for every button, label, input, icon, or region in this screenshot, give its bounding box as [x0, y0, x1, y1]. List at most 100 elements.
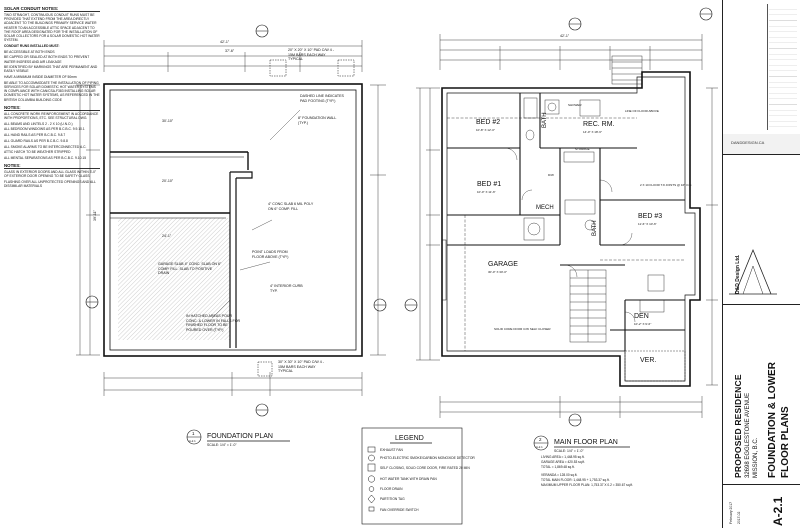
project-address: 32698 EGGLESTONE AVENUE [745, 392, 751, 478]
foundation-outer-wall [103, 83, 363, 357]
area-line: TOTAL MAIN FLOOR: 1,448.95 + 1,753.37 sq… [541, 478, 610, 482]
room-label-bed1: BED #1 [477, 181, 501, 188]
smoke-detector-icon [368, 454, 375, 462]
legend-item: FAN OVERRIDE SWITCH [380, 508, 419, 512]
main-bottom-dimensions [439, 396, 703, 418]
foundation-plan-title-block: 1 A-2.1 FOUNDATION PLAN SCALE: 1/4" = 1'… [186, 429, 290, 447]
drawing-sheet: 42'-1" 37'-6" 20'-10" 30'-10" 24'-1" GAR… [76, 7, 718, 525]
sheet-number-area: February 2017 2017-02 A-2.1 [723, 484, 800, 528]
main-top-dimensions [439, 34, 703, 70]
main-floor-plan [416, 7, 718, 427]
room-dim-garage: 30'-0" X 30'-0" [488, 270, 507, 274]
hatched-area-note: IN HATCHED AREAS POUR CONC. & LOWER IN F… [186, 314, 240, 332]
room-label-veranda: VER. [640, 357, 656, 364]
area-line: MAXIMUM UPPER FLOOR PLAN: 1,753.37 X 0.2… [541, 483, 633, 487]
main-ref-number: 2 [539, 437, 542, 442]
room-dim-den: 10'-2" X 9'-6" [634, 322, 651, 326]
floor-above-label: LINE OF FLOOR ABOVE [625, 109, 659, 113]
foundation-inner-wall [109, 89, 357, 351]
foundation-right-dimensions [370, 84, 386, 356]
foundation-room-dim: 30'-10" [162, 119, 174, 123]
hot-water-tank-icon [368, 475, 375, 483]
bath-fixtures [523, 97, 665, 313]
job-number: 2017-02 [737, 511, 741, 524]
solar-note-item: BE ACCESSIBLE AT BOTH ENDS [4, 49, 55, 54]
legend-item: HOT WATER TANK WITH DRAIN PAN [380, 477, 437, 481]
sheet-title-line-2: FLOOR PLANS [780, 406, 791, 478]
foundation-bottom-dimensions [103, 372, 363, 396]
area-line: GARAGE AREA = 420.53 sq.ft. [541, 460, 585, 464]
room-dim-bed3: 11'-6" X 10'-6" [638, 222, 657, 226]
general-note-item: ALL MENTAL SEPARATIONS AS PER B.C.B.C. 9… [4, 155, 87, 160]
foundation-leaders [211, 109, 301, 319]
pad-footing-note: DASHED LINE INDICATES PAD FOOTING (TYP.) [300, 94, 344, 103]
point-load-note: POINT LOADS FROM FLOOR ABOVE (TYP.) [252, 250, 288, 259]
glass-note-item: FLASHING OVER ALL UNPROTECTED OPENINGS A… [4, 180, 97, 189]
dw-label: D/W [548, 173, 554, 177]
area-line: TOTAL = 1,869.48 sq.ft. [541, 465, 575, 469]
sheet-number: A-2.1 [771, 496, 785, 526]
solar-notes-text: TWO STRAIGHT, CONTINUOUS CONDUIT RUNS MU… [4, 13, 101, 43]
room-label-rec: REC. RM. [583, 121, 615, 128]
legend-item: PARTITION TAG [380, 497, 405, 501]
general-note-item: ALL HAND RAILS AS PER B.C.B.C. 9.8.7 [4, 133, 66, 138]
room-label-mech: MECH [536, 205, 554, 211]
firm-banner: DANDDESIGN.CA [723, 134, 800, 155]
storage-label: STORAGE [575, 147, 590, 151]
legend-item: PHOTO-ELECTRIC SMOKE/CARBON MONOXIDE DET… [380, 456, 475, 460]
door-swings [504, 147, 636, 323]
legend-item: FLOOR DRAIN [380, 487, 403, 491]
foundation-top-dim: 42'-1" [220, 40, 230, 44]
general-note-item: ALL CONCRETE WORK REINFORCEMENT IN ACCOR… [4, 111, 100, 121]
room-label-bed2: BED #2 [476, 119, 500, 126]
main-top-dim: 42'-1" [560, 34, 570, 38]
room-label-bath1: BATH [542, 112, 548, 128]
main-plan-title: MAIN FLOOR PLAN [554, 439, 618, 446]
fan-override-switch-icon [368, 506, 375, 512]
foundation-room-dim: 24'-1" [162, 234, 172, 238]
foundation-top-dim-2: 37'-6" [225, 49, 235, 53]
main-left-dimensions [416, 87, 440, 361]
firm-name: D&D Design Ltd. [735, 254, 741, 294]
solar-note-item: BE ABLE TO ACCOMMODATE THE INSTALLATION … [4, 80, 101, 102]
solar-note-item: BE CAPPED OR SEALED AT BOTH ENDS TO PREV… [4, 55, 91, 64]
solar-note-item: HAVE A MINIMUM INSIDE DIAMETER OF 50mm [4, 75, 77, 80]
main-plan-title-block: 2 A-2.1 MAIN FLOOR PLAN SCALE: 1/4" = 1'… [533, 435, 630, 453]
firm-logo-area: D&D Design Ltd. [723, 154, 800, 305]
main-interior-walls [447, 93, 685, 351]
joist-label: 2 X 10 FLOOR TJI JOISTS @ 16" O.C. [640, 183, 692, 187]
foundation-annotations: 42'-1" 37'-6" 20'-10" 30'-10" 24'-1" [162, 40, 235, 238]
legend-item: EXHAUST FAN [380, 448, 403, 452]
project-city: MISSION, B.C. [753, 437, 759, 478]
room-label-garage: GARAGE [488, 261, 518, 268]
foundation-ref-sheet: A-2.1 [189, 439, 196, 443]
room-label-bath2: BATH [592, 220, 598, 236]
revision-table [723, 0, 800, 135]
sheet-title-line-1: FOUNDATION & LOWER [767, 362, 778, 478]
pad-note-top: 20" X 20" X 10" PAD C/W 4 - 15M BARS EAC… [288, 48, 334, 61]
foundation-left-dimensions [76, 84, 100, 356]
general-note-item: ALL BEAMS AND LINTELS 2 - 2 X 10 (U.N.O.… [4, 121, 73, 126]
general-notes-title: NOTES: [4, 105, 100, 111]
sheet-date: February 2017 [729, 501, 733, 524]
main-ref-sheet: A-2.1 [536, 445, 543, 449]
pad-footings [257, 59, 355, 377]
project-info: PROPOSED RESIDENCE 32698 EGGLESTONE AVEN… [723, 304, 800, 485]
area-schedule: LIVING AREA = 1,448.95 sq.ft. GARAGE ARE… [541, 455, 633, 487]
title-block: DANDDESIGN.CA D&D Design Ltd. PROPOSED R… [722, 0, 800, 528]
exterior-stairs [611, 55, 643, 85]
interior-curb-note: 4" INTERIOR CURB TYP. [270, 284, 303, 293]
solar-note-item: BE IDENTIFIED BY MARKINGS THAT ARE PERMA… [4, 65, 99, 74]
foundation-top-dimensions [103, 40, 363, 72]
glass-notes-title: NOTES: [4, 163, 100, 170]
firm-logo [729, 248, 777, 295]
foundation-plan-scale: SCALE: 1/4" = 1'-0" [207, 443, 237, 447]
solid-core-label: SOLID CORE DOOR C/W SELF CLOSER [494, 327, 551, 331]
partition-tag-icon [367, 494, 376, 504]
notes-column: SOLAR CONDUIT NOTES: TWO STRAIGHT, CONTI… [4, 3, 100, 190]
garage-door [441, 239, 447, 301]
legend-item: SELF CLOSING, SOLID CORE DOOR, FIRE RATE… [380, 466, 470, 470]
hatched-slab-area [118, 218, 230, 340]
room-dim-rec: 14'-0" X 18'-6" [583, 130, 602, 134]
shower-label: SHOWER [568, 103, 582, 107]
